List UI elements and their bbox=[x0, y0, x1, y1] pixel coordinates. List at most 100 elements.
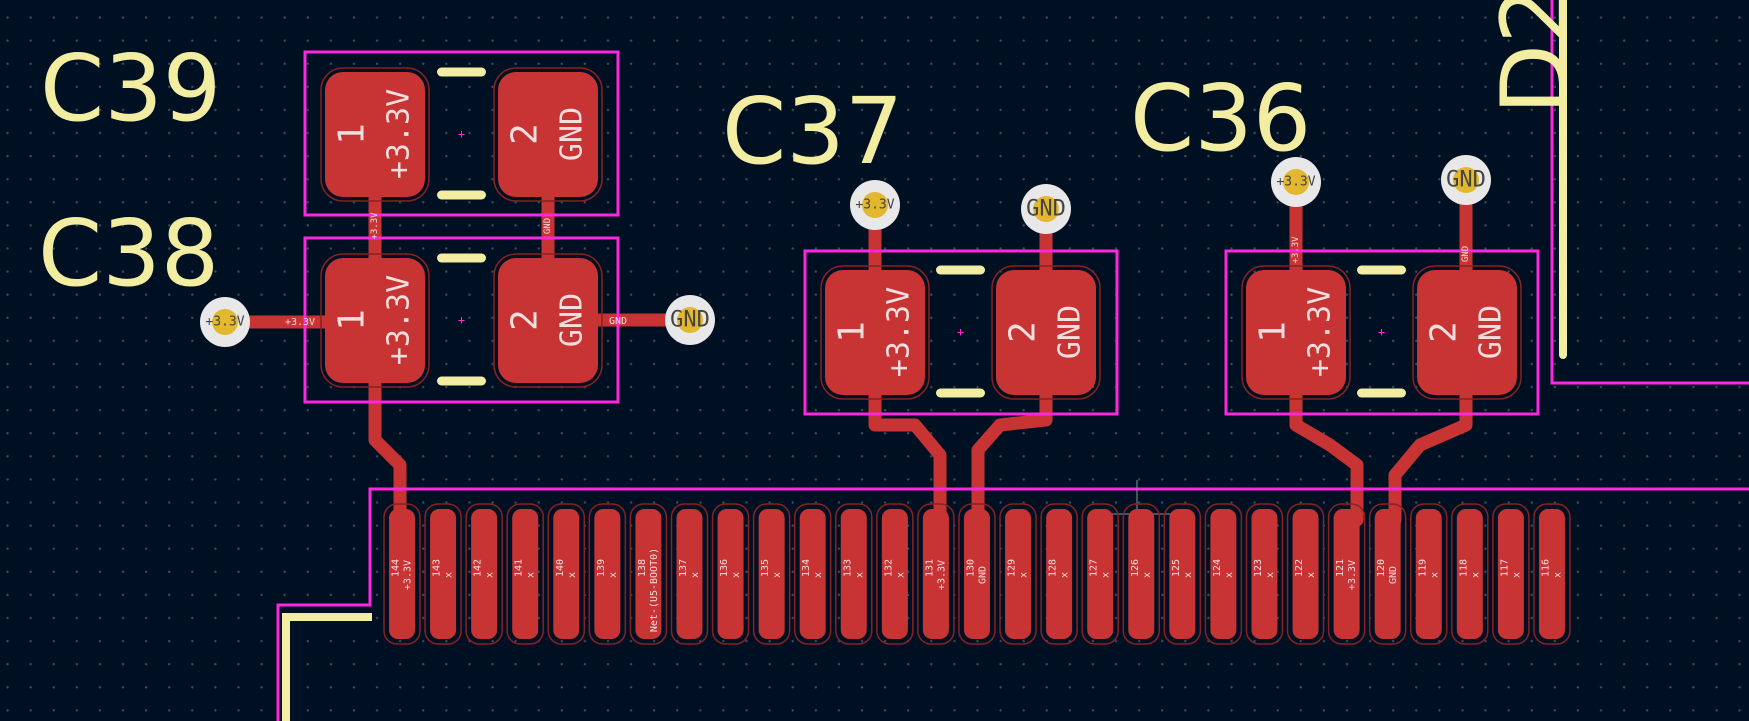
ic-pin-pad-128[interactable] bbox=[1046, 509, 1073, 639]
pad-C37-2[interactable] bbox=[996, 270, 1096, 395]
ic-pin-pad-123[interactable] bbox=[1251, 509, 1278, 639]
ic-pin-number: 140 bbox=[555, 559, 566, 577]
ic-pin-clearance bbox=[670, 503, 709, 645]
track-net-label: GND bbox=[543, 218, 553, 234]
ic-pin-net: x bbox=[1019, 572, 1030, 578]
ic-pin-number: 124 bbox=[1212, 559, 1223, 577]
ic-pin-pad-137[interactable] bbox=[676, 509, 703, 639]
ic-pin-pad-126[interactable] bbox=[1128, 509, 1155, 639]
pad-net: GND bbox=[555, 293, 590, 347]
ic-pin-pad-120[interactable] bbox=[1374, 509, 1401, 639]
ic-pin-clearance bbox=[1040, 503, 1078, 645]
pad-C36-2[interactable] bbox=[1417, 270, 1517, 395]
ic-pin-net: x bbox=[772, 572, 783, 578]
anchor-mark: + bbox=[458, 313, 465, 327]
ic-pin-pad-134[interactable] bbox=[799, 509, 826, 639]
ic-pin-net: x bbox=[1511, 572, 1522, 578]
ic-pin-pad-143[interactable] bbox=[430, 509, 457, 639]
ic-pin-pad-135[interactable] bbox=[758, 509, 785, 639]
via-net-label: +3.3V bbox=[855, 198, 894, 213]
track-net-label: GND bbox=[609, 316, 627, 327]
ic-pin-pad-130[interactable] bbox=[963, 509, 990, 639]
pad-number: 1 bbox=[332, 123, 373, 145]
ic-pin-number: 121 bbox=[1335, 559, 1346, 577]
ic-pin-pad-119[interactable] bbox=[1415, 509, 1442, 639]
undefined[interactable] bbox=[971, 388, 1053, 527]
ic-pin-number: 131 bbox=[924, 559, 935, 577]
pad-number: 1 bbox=[832, 321, 873, 343]
pad-C37-1[interactable] bbox=[825, 270, 925, 395]
ic-pin-clearance bbox=[383, 503, 421, 645]
pad-C38-1[interactable] bbox=[325, 258, 425, 383]
courtyard-ic bbox=[276, 487, 1749, 721]
ic-pin-number: 142 bbox=[473, 559, 484, 577]
ic-pin-net: x bbox=[854, 572, 865, 578]
ic-pin-number: 130 bbox=[965, 559, 976, 577]
ic-pin-clearance bbox=[958, 503, 996, 645]
via-net-label: GND bbox=[1446, 168, 1486, 193]
ic-pin-pad-144[interactable] bbox=[389, 509, 415, 639]
ic-pin-net: +3.3V bbox=[403, 560, 414, 590]
pad-net: GND bbox=[1474, 305, 1509, 359]
ic-pin-number: 139 bbox=[596, 559, 607, 577]
ic-pin-pad-141[interactable] bbox=[512, 509, 539, 639]
via-drill bbox=[1033, 196, 1059, 222]
ic-pin-pad-117[interactable] bbox=[1497, 509, 1524, 639]
designator-D2: D2 bbox=[1482, 0, 1589, 115]
ic-pin-pad-140[interactable] bbox=[553, 509, 580, 639]
courtyard-D2 bbox=[1550, 0, 1749, 385]
via-net-label: GND bbox=[670, 308, 710, 333]
pad-clearance bbox=[320, 253, 430, 388]
pad-number: 2 bbox=[1003, 321, 1044, 343]
silkscreen-ic-outline bbox=[282, 613, 372, 721]
ic-pin-number: 144 bbox=[391, 559, 402, 577]
pad-C39-2[interactable] bbox=[498, 72, 598, 197]
ic-pin-pad-116[interactable] bbox=[1538, 509, 1565, 639]
ic-pin-net: x bbox=[1306, 572, 1317, 578]
ic-pin-number: 141 bbox=[514, 559, 525, 577]
pad-C36-1[interactable] bbox=[1246, 270, 1346, 395]
ic-pin-clearance bbox=[424, 503, 462, 645]
ic-pin-net: x bbox=[485, 572, 496, 578]
ic-pin-pad-139[interactable] bbox=[594, 509, 621, 639]
ic-pin-number: 128 bbox=[1048, 559, 1059, 577]
ic-pin-clearance bbox=[1492, 503, 1530, 645]
ic-pin-net: x bbox=[895, 572, 906, 578]
ic-pin-pad-142[interactable] bbox=[471, 509, 498, 639]
pad-C39-1[interactable] bbox=[325, 72, 425, 197]
ic-pin-pad-138[interactable] bbox=[635, 509, 662, 639]
pad-clearance bbox=[820, 265, 930, 400]
ic-pin-number: 137 bbox=[678, 559, 689, 577]
ic-pin-number: 123 bbox=[1253, 559, 1264, 577]
ic-pin-pad-118[interactable] bbox=[1456, 509, 1483, 639]
pad-number: 2 bbox=[505, 123, 546, 145]
ic-pin-number: 138 bbox=[637, 559, 648, 577]
ic-pin-clearance bbox=[506, 503, 544, 645]
ic-pin-pad-124[interactable] bbox=[1210, 509, 1237, 639]
courtyard-C39 bbox=[303, 50, 620, 217]
ic-pin-pad-131[interactable] bbox=[922, 509, 949, 639]
ic-pin-pad-133[interactable] bbox=[840, 509, 867, 639]
ic-pin-net: x bbox=[526, 572, 537, 578]
ic-pin-pad-127[interactable] bbox=[1087, 509, 1114, 639]
ic-pin-pad-121[interactable] bbox=[1333, 509, 1360, 639]
ic-pin-pad-136[interactable] bbox=[717, 509, 744, 639]
ic-pin-net: x bbox=[1224, 572, 1235, 578]
pad-C38-2[interactable] bbox=[498, 258, 598, 383]
ic-pin-clearance bbox=[1204, 503, 1243, 645]
undefined[interactable] bbox=[368, 375, 407, 527]
ic-pin-clearance bbox=[1081, 503, 1119, 645]
ic-pin-number: 126 bbox=[1130, 559, 1141, 577]
ic-pin-pad-125[interactable] bbox=[1169, 509, 1196, 639]
ic-pin-pad-129[interactable] bbox=[1005, 509, 1032, 639]
pad-number: 1 bbox=[1253, 321, 1294, 343]
ic-pin-pad-122[interactable] bbox=[1292, 509, 1319, 639]
ic-pin-clearance bbox=[917, 503, 955, 645]
ic-pin-net: x bbox=[1265, 572, 1276, 578]
pad-clearance bbox=[320, 67, 430, 202]
pad-number: 2 bbox=[1424, 321, 1465, 343]
ic-pin-pad-132[interactable] bbox=[881, 509, 908, 639]
ic-pin-clearance bbox=[793, 503, 832, 645]
